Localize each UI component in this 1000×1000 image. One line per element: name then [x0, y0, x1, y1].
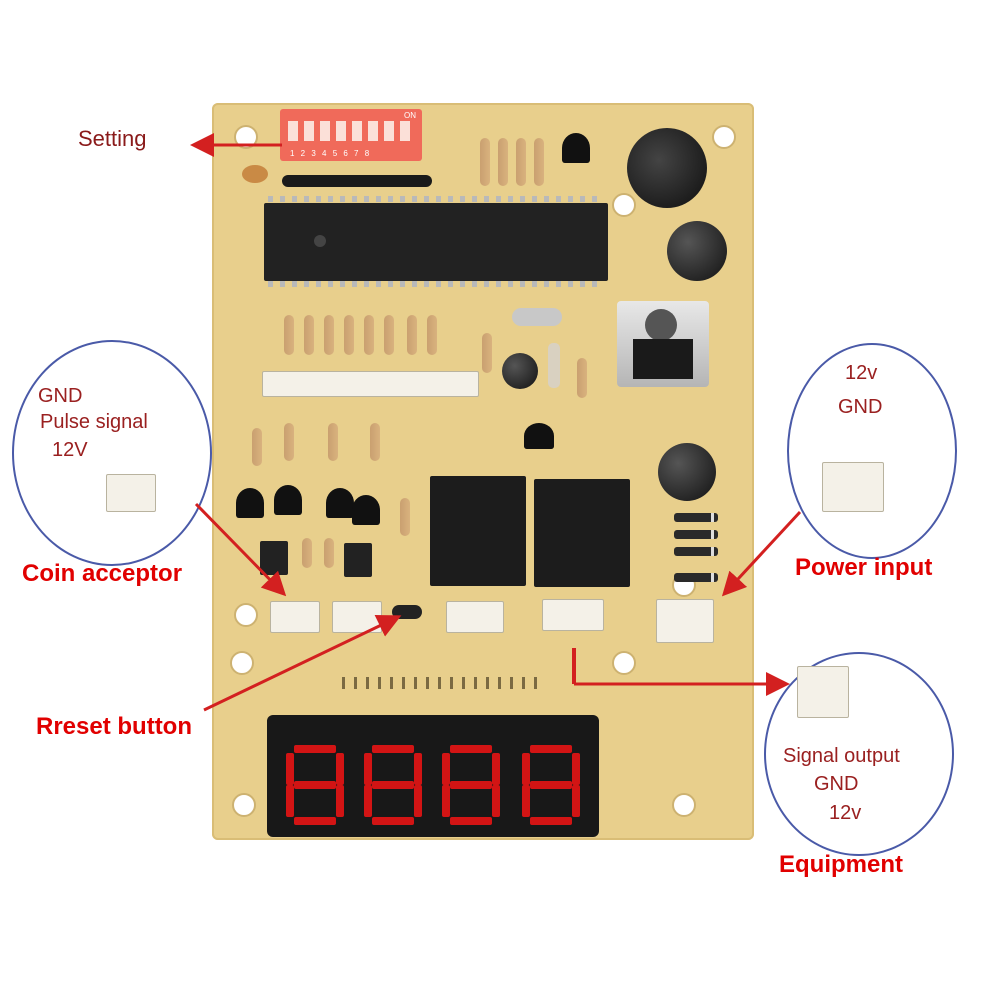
resistor — [480, 138, 490, 186]
coin-acceptor-label: Coin acceptor — [22, 560, 183, 587]
mounting-hole — [612, 193, 636, 217]
equip-pin-signal: Signal output — [783, 745, 900, 767]
resistor — [304, 315, 314, 355]
power-pin-gnd: GND — [838, 396, 883, 418]
chip-pins-bottom — [268, 281, 604, 287]
optocoupler — [344, 543, 372, 577]
diode — [674, 530, 718, 539]
resistor — [302, 538, 312, 568]
coin-pin-12v: 12V — [52, 439, 88, 461]
resistor — [284, 315, 294, 355]
chip-pins-top — [268, 196, 604, 202]
resistor — [324, 538, 334, 568]
crystal-oscillator — [512, 308, 562, 326]
resistor — [384, 315, 394, 355]
resistor — [482, 333, 492, 373]
resistor — [328, 423, 338, 461]
mounting-hole — [232, 793, 256, 817]
capacitor — [502, 353, 538, 389]
equip-pin-gnd: GND — [814, 773, 859, 795]
optocoupler — [260, 541, 288, 575]
resistor — [400, 498, 410, 536]
coin-pin-gnd: GND — [38, 385, 83, 407]
equipment-plug-icon — [797, 666, 849, 718]
header-connector — [262, 371, 479, 397]
equipment-label: Equipment — [779, 851, 903, 878]
dip-on-label: ON — [404, 111, 416, 120]
equip-pin-12v: 12v — [829, 802, 862, 824]
mounting-hole — [712, 125, 736, 149]
capacitor — [658, 443, 716, 501]
transistor — [236, 488, 264, 518]
coin-acceptor-callout — [12, 340, 212, 566]
circuit-board: ON 1 2 3 4 5 6 7 8 — [212, 103, 754, 840]
reset-arrow — [203, 614, 402, 712]
connector[interactable] — [446, 601, 504, 633]
relay-icon — [534, 479, 630, 587]
resistor — [427, 315, 437, 355]
diode — [674, 513, 718, 522]
coin-acceptor-connector[interactable] — [270, 601, 320, 633]
resistor — [324, 315, 334, 355]
mounting-hole — [230, 651, 254, 675]
resistor — [407, 315, 417, 355]
coin-acceptor-arrow — [194, 502, 287, 597]
mounting-hole — [612, 651, 636, 675]
relay-icon — [430, 476, 526, 586]
power-plug-icon — [822, 462, 884, 512]
resistor — [252, 428, 262, 466]
coin-plug-icon — [106, 474, 156, 512]
coin-pin-pulse: Pulse signal — [40, 411, 148, 433]
mounting-hole — [672, 793, 696, 817]
power-arrow — [721, 510, 802, 597]
mounting-hole — [234, 603, 258, 627]
resistor — [498, 138, 508, 186]
transistor — [352, 495, 380, 525]
transistor — [524, 423, 554, 449]
resistor — [577, 358, 587, 398]
seven-segment-display-icon — [267, 715, 599, 837]
transistor — [274, 485, 302, 515]
dip-numbers: 1 2 3 4 5 6 7 8 — [290, 149, 372, 158]
buzzer-icon — [627, 128, 707, 208]
resistor — [516, 138, 526, 186]
power-input-label: Power input — [795, 554, 933, 581]
dip-switch-icon[interactable]: ON 1 2 3 4 5 6 7 8 — [280, 109, 422, 161]
transistor — [562, 133, 590, 163]
setting-label: Setting — [78, 126, 147, 151]
equipment-connector[interactable] — [542, 599, 604, 631]
power-pin-12v: 12v — [845, 362, 878, 384]
voltage-regulator-icon — [617, 301, 709, 387]
crystal-bar — [282, 175, 432, 187]
resistor — [344, 315, 354, 355]
microcontroller-chip-icon — [264, 203, 608, 281]
resistor — [364, 315, 374, 355]
capacitor — [667, 221, 727, 281]
resistor — [284, 423, 294, 461]
diode — [674, 547, 718, 556]
equipment-callout — [764, 652, 954, 856]
output-trace — [572, 648, 576, 684]
resistor — [370, 423, 380, 461]
power-input-callout — [787, 343, 957, 559]
pin-header — [342, 677, 542, 689]
transistor — [326, 488, 354, 518]
power-input-connector[interactable] — [656, 599, 714, 643]
diode — [548, 343, 560, 388]
diode — [674, 573, 718, 582]
reset-button-label: Rreset button — [36, 713, 192, 740]
resistor — [534, 138, 544, 186]
capacitor-small — [242, 165, 268, 183]
